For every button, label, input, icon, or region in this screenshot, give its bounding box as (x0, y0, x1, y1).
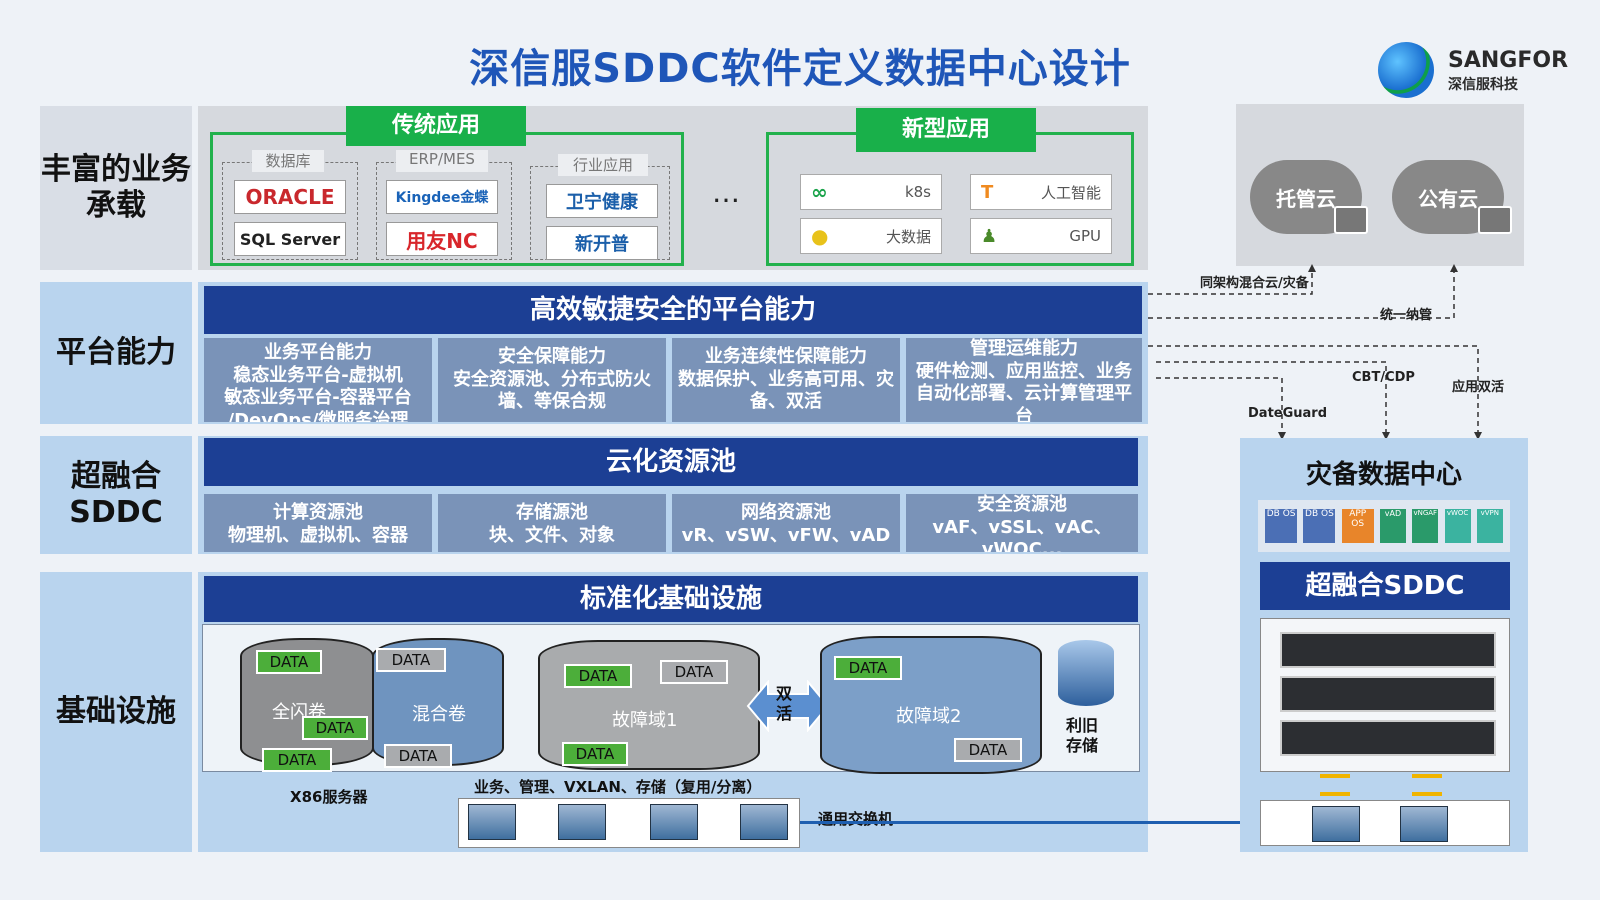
data-block: DATA (376, 648, 446, 672)
logo-sub: 深信服科技 (1448, 77, 1518, 93)
traditional-tab: 传统应用 (346, 106, 526, 146)
k8s-box: ∞ k8s (800, 174, 942, 210)
switch-icon (1400, 806, 1448, 842)
data-block: DATA (256, 650, 322, 674)
newapp-tab: 新型应用 (856, 108, 1036, 152)
k8s-label: k8s (904, 183, 931, 201)
tensorflow-icon: T (981, 181, 994, 203)
vvpn-icon: vVPN (1476, 509, 1503, 543)
db-os-icon: DB OS (1265, 509, 1298, 543)
sangfor-globe-icon (1378, 42, 1434, 98)
data-block: DATA (564, 664, 632, 688)
data-block: DATA (834, 656, 902, 680)
bigdata-box: ● 大数据 (800, 218, 942, 254)
hadoop-elephant-icon: ● (811, 224, 829, 248)
ai-label: 人工智能 (1040, 183, 1101, 202)
vngaf-icon: vNGAF (1412, 509, 1439, 543)
server-unit (1280, 676, 1496, 712)
pool-bar: 云化资源池 (204, 438, 1138, 486)
link-hybrid-label: 同架构混合云/灾备 (1200, 276, 1309, 291)
switch-icon (558, 804, 606, 840)
fd2-label: 故障域2 (896, 706, 962, 727)
server-unit (1280, 632, 1496, 668)
data-block: DATA (302, 716, 368, 740)
erp-category: ERP/MES (396, 150, 488, 172)
oracle-logo: ORACLE (234, 180, 346, 214)
cable-icon (1412, 774, 1442, 796)
gpu-box: ♟ GPU (970, 218, 1112, 254)
winning-logo: 卫宁健康 (546, 184, 658, 218)
cap-ops: 管理运维能力 硬件检测、应用监控、业务自动化部署、云计算管理平台 (906, 338, 1142, 422)
cable-icon (1320, 774, 1350, 796)
cap-security: 安全保障能力 安全资源池、分布式防火墙、等保合规 (438, 338, 666, 422)
net-label: 业务、管理、VXLAN、存储（复用/分离） (474, 778, 762, 796)
link-active-label: 应用双活 (1452, 380, 1505, 395)
server-icon (1334, 206, 1368, 234)
legacy-storage-label: 利旧存储 (1066, 716, 1099, 755)
row-label-platform: 平台能力 (40, 282, 192, 424)
platform-bar: 高效敏捷安全的平台能力 (204, 286, 1142, 334)
link-dateguard-label: DateGuard (1248, 406, 1328, 421)
sqlserver-logo: SQL Server (234, 222, 346, 256)
db-category: 数据库 (252, 150, 324, 172)
row-label-hci: 超融合SDDC (40, 436, 192, 554)
kingdee-logo: Kingdee金蝶 (386, 180, 498, 214)
sangfor-logo: SANGFOR 深信服科技 (1378, 40, 1568, 104)
gpu-label: GPU (1069, 227, 1101, 245)
bigdata-label: 大数据 (885, 227, 931, 246)
cap-business: 业务平台能力 稳态业务平台-虚拟机 敏态业务平台-容器平台 /DevOps/微服… (204, 338, 432, 422)
link-cbt-label: CBT/CDP (1352, 370, 1415, 385)
industry-category: 行业应用 (558, 154, 648, 176)
devops-icon: ∞ (811, 180, 828, 204)
switch-icon (468, 804, 516, 840)
dr-title: 灾备数据中心 (1305, 460, 1462, 490)
infra-bar: 标准化基础设施 (204, 576, 1138, 622)
server-icon (1478, 206, 1512, 234)
data-block: DATA (262, 748, 332, 772)
dr-hci-bar: 超融合SDDC (1260, 562, 1510, 610)
x86-label: X86服务器 (290, 788, 368, 806)
ellipsis: … (712, 176, 740, 209)
page-title: 深信服SDDC软件定义数据中心设计 (469, 46, 1131, 92)
vad-icon: vAD (1379, 509, 1406, 543)
dr-icon-row: DB OS DB OS APP OS vAD vNGAF vWOC vVPN (1258, 500, 1510, 552)
pool-security: 安全资源池 vAF、vSSL、vAC、vWOC... (906, 494, 1138, 552)
logo-brand: SANGFOR (1448, 48, 1569, 73)
uplink-line (800, 821, 1260, 824)
link-lines (1148, 264, 1482, 440)
switch-icon (1312, 806, 1360, 842)
dual-active-label: 双活 (776, 684, 793, 723)
ai-box: T 人工智能 (970, 174, 1112, 210)
data-block: DATA (954, 738, 1022, 762)
db-os-icon: DB OS (1303, 509, 1336, 543)
cap-continuity: 业务连续性保障能力 数据保护、业务高可用、灾备、双活 (672, 338, 900, 422)
server-unit (1280, 720, 1496, 756)
pool-network: 网络资源池 vR、vSW、vFW、vAD (672, 494, 900, 552)
pool-compute: 计算资源池 物理机、虚拟机、容器 (204, 494, 432, 552)
row-label-infra: 基础设施 (40, 572, 192, 852)
switch-icon (740, 804, 788, 840)
vwoc-icon: vWOC (1444, 509, 1471, 543)
gpu-figure-icon: ♟ (981, 225, 998, 247)
fd1-label: 故障域1 (612, 710, 678, 731)
yonyou-logo: 用友NC (386, 222, 498, 256)
dr-switch-row (1260, 800, 1510, 846)
legacy-storage-icon (1058, 640, 1114, 706)
hybrid-label: 混合卷 (412, 704, 466, 725)
newcapec-logo: 新开普 (546, 226, 658, 260)
pool-storage: 存储源池 块、文件、对象 (438, 494, 666, 552)
data-block: DATA (384, 744, 452, 768)
app-os-icon: APP OS (1341, 509, 1374, 543)
data-block: DATA (562, 742, 628, 766)
switch-icon (650, 804, 698, 840)
link-unified-label: 统一纳管 (1380, 308, 1433, 323)
row-label-business: 丰富的业务承载 (40, 106, 192, 270)
switch-label: 通用交换机 (818, 810, 894, 828)
data-block: DATA (660, 660, 728, 684)
